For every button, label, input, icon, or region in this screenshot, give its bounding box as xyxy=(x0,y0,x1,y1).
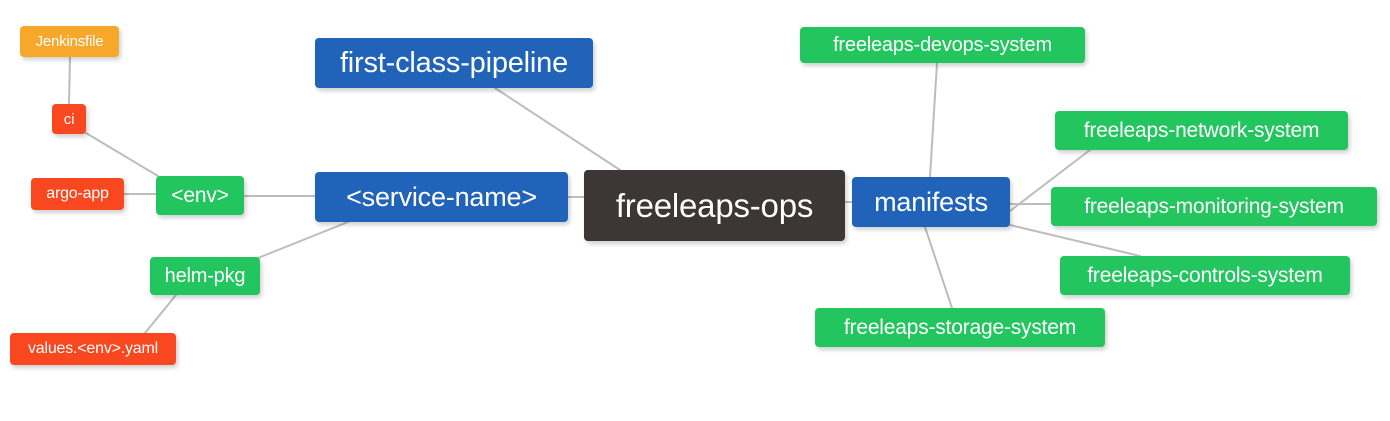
edge-manifests-devops xyxy=(929,62,938,178)
node-label-ci: ci xyxy=(63,110,75,128)
node-label-argo-app: argo-app xyxy=(46,185,109,202)
edge-manifests-storage xyxy=(924,226,953,309)
edge-jenkinsfile-ci xyxy=(68,56,71,105)
node-label-freeleaps-ops: freeleaps-ops xyxy=(615,187,814,224)
node-freeleaps-controls-system[interactable]: freeleaps-controls-system xyxy=(1060,256,1350,295)
node-label-service-name: <service-name> xyxy=(346,181,537,212)
node-env[interactable]: <env> xyxy=(156,176,244,215)
node-label-freeleaps-network-system: freeleaps-network-system xyxy=(1083,119,1320,142)
node-freeleaps-devops-system[interactable]: freeleaps-devops-system xyxy=(800,27,1085,63)
node-label-freeleaps-controls-system: freeleaps-controls-system xyxy=(1087,264,1323,287)
node-label-values-yaml: values.<env>.yaml xyxy=(27,340,158,357)
edge-manifests-controls xyxy=(1009,224,1141,257)
node-label-freeleaps-storage-system: freeleaps-storage-system xyxy=(843,316,1077,339)
node-label-manifests: manifests xyxy=(874,186,988,217)
node-label-first-class-pipeline: first-class-pipeline xyxy=(339,46,569,79)
edge-values-yaml-helm-pkg xyxy=(144,294,177,334)
edge-helm-pkg-service-name xyxy=(257,221,349,259)
node-argo-app[interactable]: argo-app xyxy=(31,178,124,210)
node-label-helm-pkg: helm-pkg xyxy=(164,265,246,287)
node-service-name[interactable]: <service-name> xyxy=(315,172,568,222)
node-label-jenkinsfile: Jenkinsfile xyxy=(35,33,104,50)
edge-first-class-pipeline-ops xyxy=(494,87,621,171)
edge-ci-env xyxy=(85,132,159,177)
node-freeleaps-storage-system[interactable]: freeleaps-storage-system xyxy=(815,308,1105,347)
node-label-freeleaps-devops-system: freeleaps-devops-system xyxy=(833,34,1052,56)
node-helm-pkg[interactable]: helm-pkg xyxy=(150,257,260,295)
node-freeleaps-ops[interactable]: freeleaps-ops xyxy=(584,170,845,241)
node-jenkinsfile[interactable]: Jenkinsfile xyxy=(20,26,119,57)
node-label-env: <env> xyxy=(171,184,229,207)
node-values-yaml[interactable]: values.<env>.yaml xyxy=(10,333,176,365)
node-label-freeleaps-monitoring-system: freeleaps-monitoring-system xyxy=(1084,195,1344,218)
node-freeleaps-network-system[interactable]: freeleaps-network-system xyxy=(1055,111,1348,150)
node-first-class-pipeline[interactable]: first-class-pipeline xyxy=(315,38,593,88)
node-manifests[interactable]: manifests xyxy=(852,177,1010,227)
node-freeleaps-monitoring-system[interactable]: freeleaps-monitoring-system xyxy=(1051,187,1377,226)
node-ci[interactable]: ci xyxy=(52,104,86,134)
